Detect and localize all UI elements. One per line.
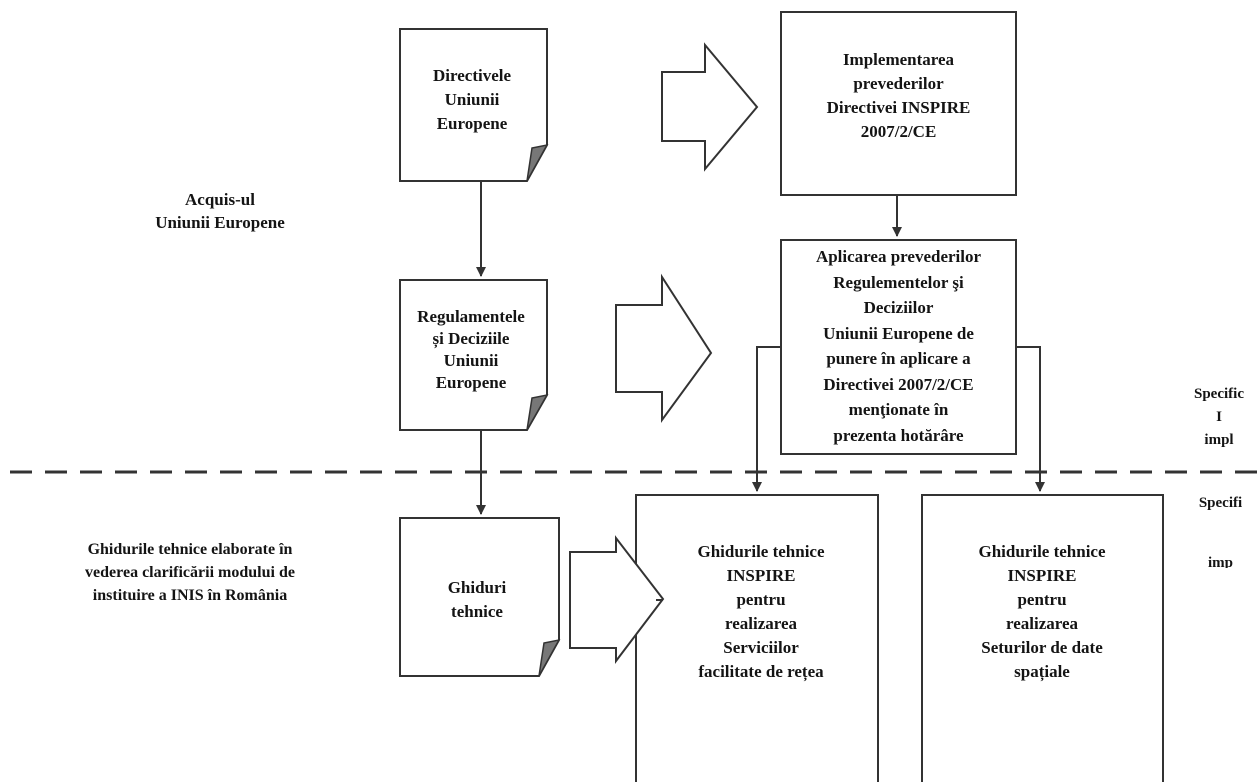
doc-shape-directive — [399, 28, 549, 182]
node-ghid-seturi: Ghidurile tehnice INSPIRE pentru realiza… — [978, 542, 1106, 681]
arrow-aplicare-to-ghid-seturi — [1016, 346, 1045, 492]
block-arrow-top — [661, 42, 759, 172]
block-arrow-bottom — [569, 535, 665, 664]
label-acquis: Acquis-ul Uniunii Europene — [155, 190, 285, 232]
node-ghiduri: Ghiduri tehnice — [447, 578, 507, 621]
label-ghiduri-side: Ghidurile tehnice elaborate în vederea c… — [85, 541, 295, 604]
node-directive: Directivele Uniunii Europene — [432, 66, 512, 133]
box-implementare — [780, 11, 1017, 196]
right-edge-upper-text: Specific I impl — [1194, 386, 1244, 448]
right-edge-lower-text: Specifi imp — [1198, 495, 1243, 568]
node-implementare: Implementarea prevederilor Directivei IN… — [826, 50, 971, 141]
block-arrow-middle — [615, 273, 713, 424]
node-aplicare: Aplicarea prevederilor Regulementelor şi… — [815, 247, 982, 445]
box-ghid-servicii — [635, 494, 879, 782]
doc-shape-regulamente — [399, 279, 549, 431]
box-ghid-seturi — [921, 494, 1164, 782]
doc-shape-ghiduri — [399, 517, 561, 677]
node-ghid-servicii: Ghidurile tehnice INSPIRE pentru realiza… — [697, 542, 825, 681]
arrow-aplicare-to-ghid-servicii — [752, 346, 781, 492]
node-regulamente: Regulamentele și Deciziile Uniunii Europ… — [417, 307, 525, 392]
